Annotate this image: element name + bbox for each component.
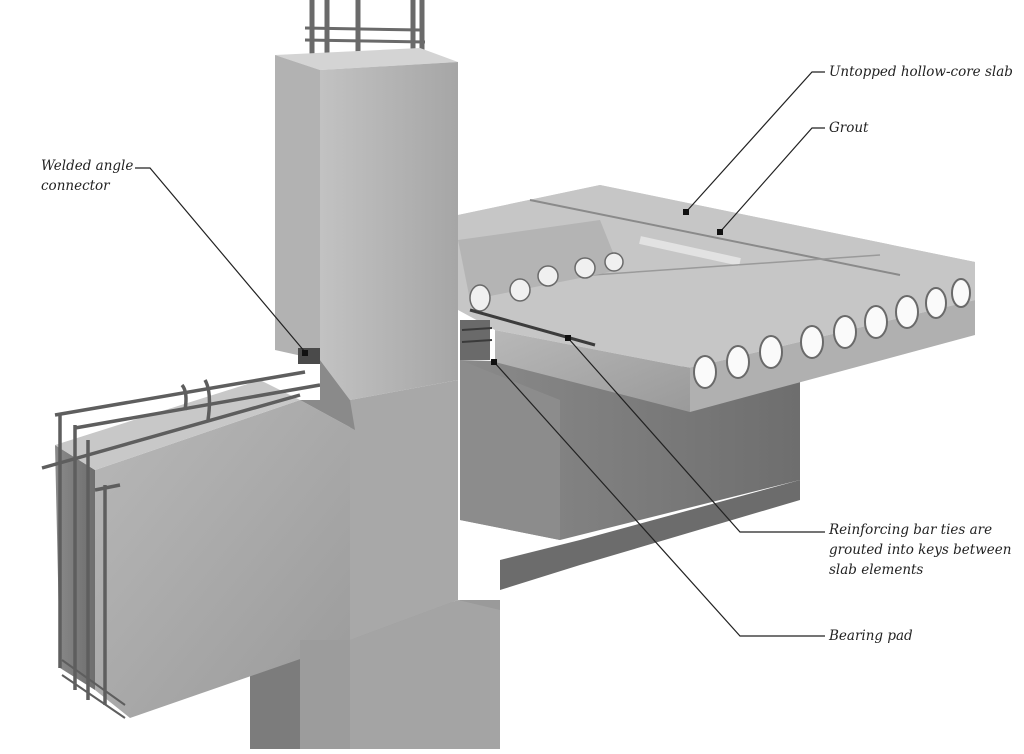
label-reinforcing-bar-ties: Reinforcing bar ties are grouted into ke…	[829, 522, 1012, 578]
leader-endpoints	[302, 209, 723, 365]
precast-column	[275, 48, 500, 749]
label-grout: Grout	[829, 120, 869, 136]
label-untopped-hollow-core-slab: Untopped hollow-core slab	[829, 64, 1013, 80]
column-rebar-stubs	[304, 0, 426, 62]
label-welded-angle-connector: Welded angle connector	[41, 158, 134, 194]
label-bearing-pad: Bearing pad	[829, 628, 913, 644]
leader-lines	[135, 71, 825, 637]
beam-rebar-cage	[41, 370, 321, 719]
hollow-core-slabs	[458, 185, 975, 412]
